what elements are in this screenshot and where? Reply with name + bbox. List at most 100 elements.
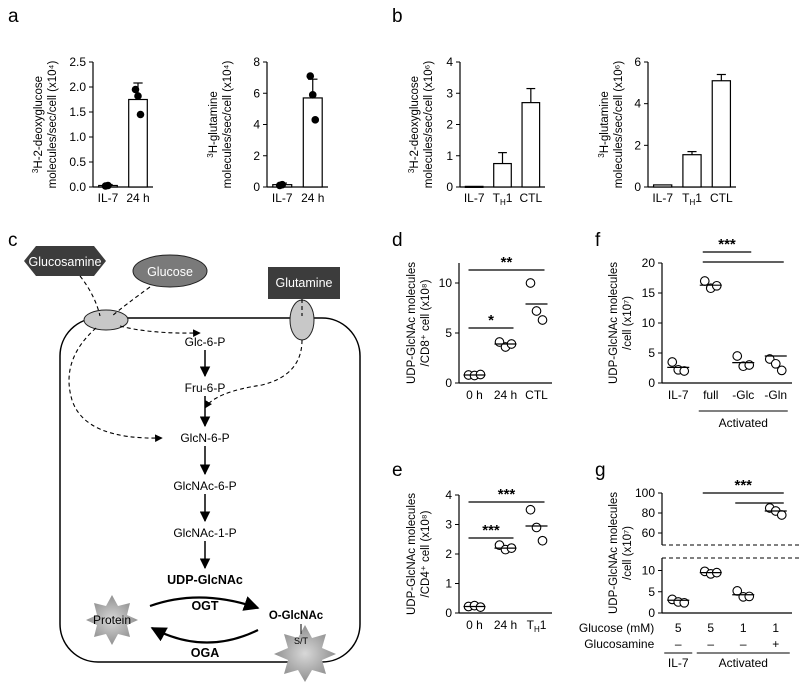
x-tick-label-f-1: full <box>703 388 718 402</box>
bar-b2-2 <box>711 80 732 188</box>
y-tick-label-e: 1 <box>445 577 452 591</box>
y-tick-label-f: 15 <box>642 286 656 300</box>
x-tick-label-b1-1: TH1 <box>493 191 513 207</box>
step-udp-glcnac: UDP-GlcNAc <box>167 573 243 587</box>
panel-label-c: c <box>8 230 18 251</box>
x-tick-label-b2-1: TH1 <box>682 191 702 207</box>
x-tick-label-e-1: 24 h <box>494 618 517 632</box>
oga-label: OGA <box>191 646 219 660</box>
y-tick-label-b1: 4 <box>446 55 453 69</box>
y-tick-label-a2: 8 <box>253 55 260 69</box>
ogt-arrow <box>149 596 260 611</box>
significance-label-e-0: *** <box>482 522 500 539</box>
significance-label-d-0: * <box>488 312 494 329</box>
y-axis-label-e-line-1: /CD4⁺ cell (x10⁸) <box>420 510 432 597</box>
x-tick-label-d-1: 24 h <box>494 388 517 402</box>
glucose-label: Glucose <box>147 265 193 279</box>
y-tick-label-a1: 2.5 <box>69 55 86 69</box>
table-cell-g-0-1: 5 <box>707 621 714 635</box>
data-point-a1-1-0 <box>131 85 140 94</box>
y-tick-label-b1: 1 <box>446 149 453 163</box>
data-point-d-2-2 <box>537 315 548 325</box>
x-tick-label-d-2: CTL <box>525 388 548 402</box>
y-tick-label-g: 100 <box>635 486 655 500</box>
table-row-label-g-0: Glucose (mM) <box>579 621 654 635</box>
x-tick-label-e-2: TH1 <box>527 618 547 634</box>
data-point-a2-1-2 <box>311 116 320 124</box>
table-cell-g-0-3: 1 <box>772 621 779 635</box>
data-point-a2-1-0 <box>306 72 315 80</box>
glutamine-label: Glutamine <box>276 276 333 290</box>
y-tick-label-g: 0 <box>648 606 655 620</box>
y-axis-label-f-line-1: /cell (x10⁷) <box>622 296 634 350</box>
y-tick-label-a2: 0 <box>253 180 260 194</box>
glucose-node <box>132 254 208 288</box>
data-point-a1-0-1 <box>104 181 112 190</box>
step-glcn6p: GlcN-6-P <box>180 431 229 445</box>
table-cell-g-1-0: – <box>675 637 682 651</box>
data-point-f-2-0 <box>732 351 743 361</box>
table-cell-g-1-2: – <box>740 637 747 651</box>
y-tick-label-g: 5 <box>648 585 655 599</box>
data-point-f-2-2 <box>744 360 755 370</box>
x-tick-label-a2-0: IL-7 <box>272 191 293 205</box>
x-tick-label-a2-1: 24 h <box>301 191 324 205</box>
y-axis-label-a2-line-0: 3H-glutamine <box>206 91 220 157</box>
y-axis-label-a1-line-0: 3H-2-deoxyglucose <box>31 76 45 173</box>
y-tick-label-d: 5 <box>445 326 452 340</box>
y-tick-label-f: 0 <box>648 376 655 390</box>
glucose-transporter <box>83 309 129 331</box>
y-axis-label-d-line-1: /CD8⁺ cell (x10⁸) <box>420 279 432 366</box>
bar-b2-1 <box>682 154 702 188</box>
y-tick-label-a1: 1.5 <box>69 105 86 119</box>
panel-label-b: b <box>392 6 403 27</box>
y-tick-label-a1: 0.0 <box>69 180 86 194</box>
y-tick-label-a1: 0.5 <box>69 155 86 169</box>
x-tick-label-f-0: IL-7 <box>668 388 689 402</box>
data-point-g-3-2 <box>776 510 787 520</box>
y-tick-label-g: 60 <box>642 526 656 540</box>
y-axis-label-b1-line-0: 3H-2-deoxyglucose <box>407 76 421 173</box>
y-tick-label-e: 3 <box>445 518 452 532</box>
y-axis-label-a2-line-1: molecules/sec/cell (x10⁴) <box>222 61 234 189</box>
panel-label-f: f <box>595 230 601 251</box>
pathway-diagram: Glucosamine Glucose Glutamine Glc-6-P Fr… <box>24 246 361 682</box>
x-tick-label-f-3: -Gln <box>764 388 787 402</box>
y-axis-label-g: UDP-GlcNAc molecules/cell (x10⁷) <box>608 492 634 614</box>
data-point-g-2-2 <box>744 591 755 602</box>
y-tick-label-a1: 2.0 <box>69 80 86 94</box>
step-glcnac6p: GlcNAc-6-P <box>173 479 236 493</box>
data-point-a2-1-1 <box>308 91 317 99</box>
x-tick-label-b1-2: CTL <box>519 191 542 205</box>
y-tick-label-d: 10 <box>439 276 453 290</box>
data-point-a2-0-1 <box>278 180 287 189</box>
x-tick-label-e-0: 0 h <box>466 618 483 632</box>
group-label-g-1: Activated <box>719 656 768 670</box>
bar-b1-0 <box>464 185 484 188</box>
y-axis-label-b2-line-1: molecules/sec/cell (x10⁶) <box>613 61 625 189</box>
data-point-e-2-0 <box>525 504 536 515</box>
y-tick-label-g: 10 <box>642 564 656 578</box>
table-cell-g-0-2: 1 <box>740 621 747 635</box>
data-point-a1-1-2 <box>136 110 145 119</box>
bar-b1-1 <box>493 162 512 188</box>
y-tick-label-b2: 0 <box>634 180 641 194</box>
x-tick-label-b2-2: CTL <box>710 191 733 205</box>
x-tick-label-b1-0: IL-7 <box>464 191 485 205</box>
data-point-f-3-2 <box>776 365 787 376</box>
glucosamine-label: Glucosamine <box>29 255 102 269</box>
y-tick-label-b1: 0 <box>446 180 453 194</box>
y-tick-label-b2: 2 <box>634 138 641 152</box>
cell-membrane <box>59 317 361 663</box>
panel-label-g: g <box>595 460 606 481</box>
step-fru6p: Fru-6-P <box>185 381 226 395</box>
